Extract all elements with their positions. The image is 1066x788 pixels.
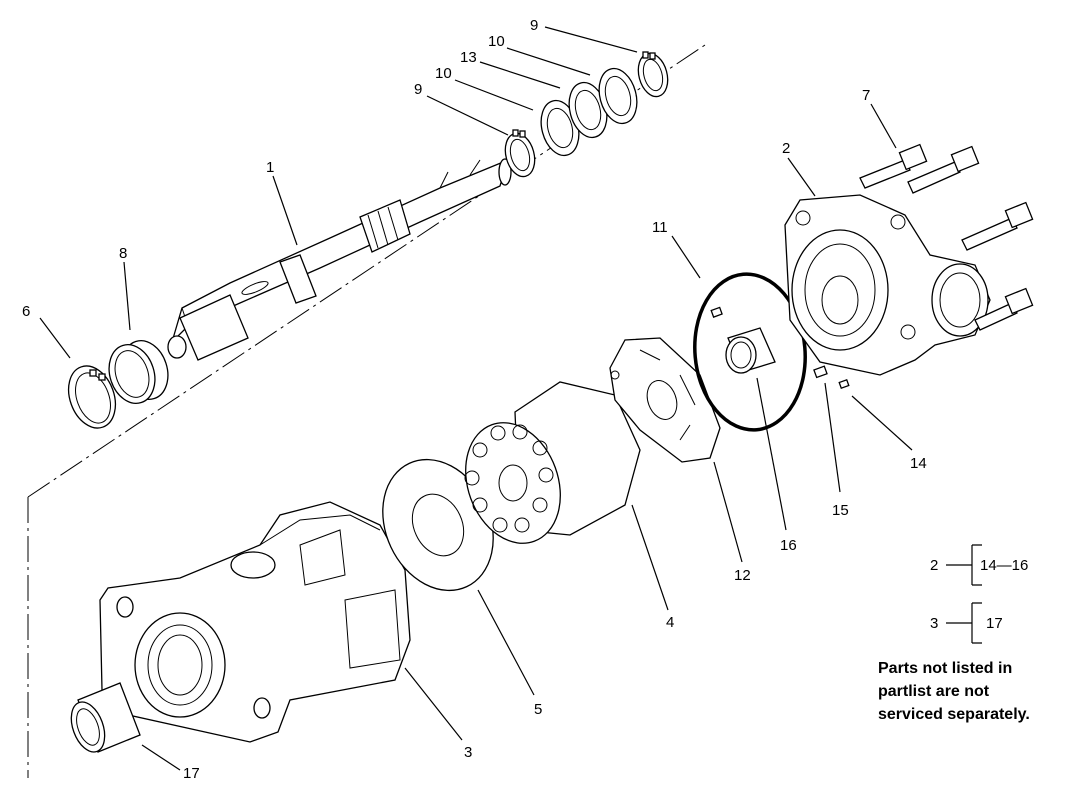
- kit-bracket-2: 2 14—16: [930, 544, 1028, 586]
- callout-17: 17: [183, 765, 200, 782]
- part-needle-bearing-16: [725, 327, 776, 374]
- part-retaining-ring-6: [67, 365, 117, 429]
- part-bolts-7: [859, 143, 1034, 331]
- kit-children-17: 17: [986, 615, 1003, 632]
- callout-16: 16: [780, 537, 797, 554]
- note-line-1: Parts not listed in: [878, 660, 1012, 677]
- callout-7: 7: [862, 87, 870, 104]
- callout-8: 8: [119, 245, 127, 262]
- part-cylinder-barrel-4: [464, 381, 641, 544]
- callout-6: 6: [22, 303, 30, 320]
- callout-10a: 10: [435, 65, 452, 82]
- leader-lines: [39, 26, 913, 771]
- kit-bracket-3: 3 17: [930, 602, 1003, 644]
- part-bushing-17: [70, 682, 141, 753]
- part-end-cover-2: [784, 194, 991, 376]
- note-line-3: serviced separately.: [878, 706, 1030, 723]
- part-pin-small: [710, 306, 723, 318]
- callout-11: 11: [652, 219, 668, 236]
- part-snap-ring-9b: [637, 51, 669, 98]
- callout-9a: 9: [414, 81, 422, 98]
- note-line-2: partlist are not: [878, 683, 990, 700]
- callout-5: 5: [534, 701, 542, 718]
- callout-4: 4: [666, 614, 674, 631]
- callout-13: 13: [460, 49, 477, 66]
- kit-parent-3: 3: [930, 615, 938, 632]
- part-snap-ring-9a: [504, 129, 536, 178]
- part-bearing-8: [108, 340, 169, 404]
- callout-labels: 1 2 3 4 5 6 7 8 9 9 10 10 11 12 13 14 15…: [22, 17, 927, 782]
- part-housing-3: [99, 501, 411, 743]
- callout-15: 15: [832, 502, 849, 519]
- highlight-circle-11: [693, 272, 807, 432]
- callout-9b: 9: [530, 17, 538, 34]
- callout-10b: 10: [488, 33, 505, 50]
- part-pin-15: [813, 365, 828, 379]
- callout-12: 12: [734, 567, 751, 584]
- callout-3: 3: [464, 744, 472, 761]
- kit-parent-2: 2: [930, 557, 938, 574]
- parts-note: Parts not listed in partlist are not ser…: [878, 660, 1030, 723]
- kit-children-14-16: 14—16: [980, 557, 1028, 574]
- part-valve-plate-12: [609, 337, 721, 463]
- callout-14: 14: [910, 455, 927, 472]
- part-shaft: [167, 158, 512, 361]
- callout-2: 2: [782, 140, 790, 157]
- callout-1: 1: [266, 159, 274, 176]
- part-washer-10b: [598, 67, 638, 125]
- part-pin-14: [838, 378, 850, 390]
